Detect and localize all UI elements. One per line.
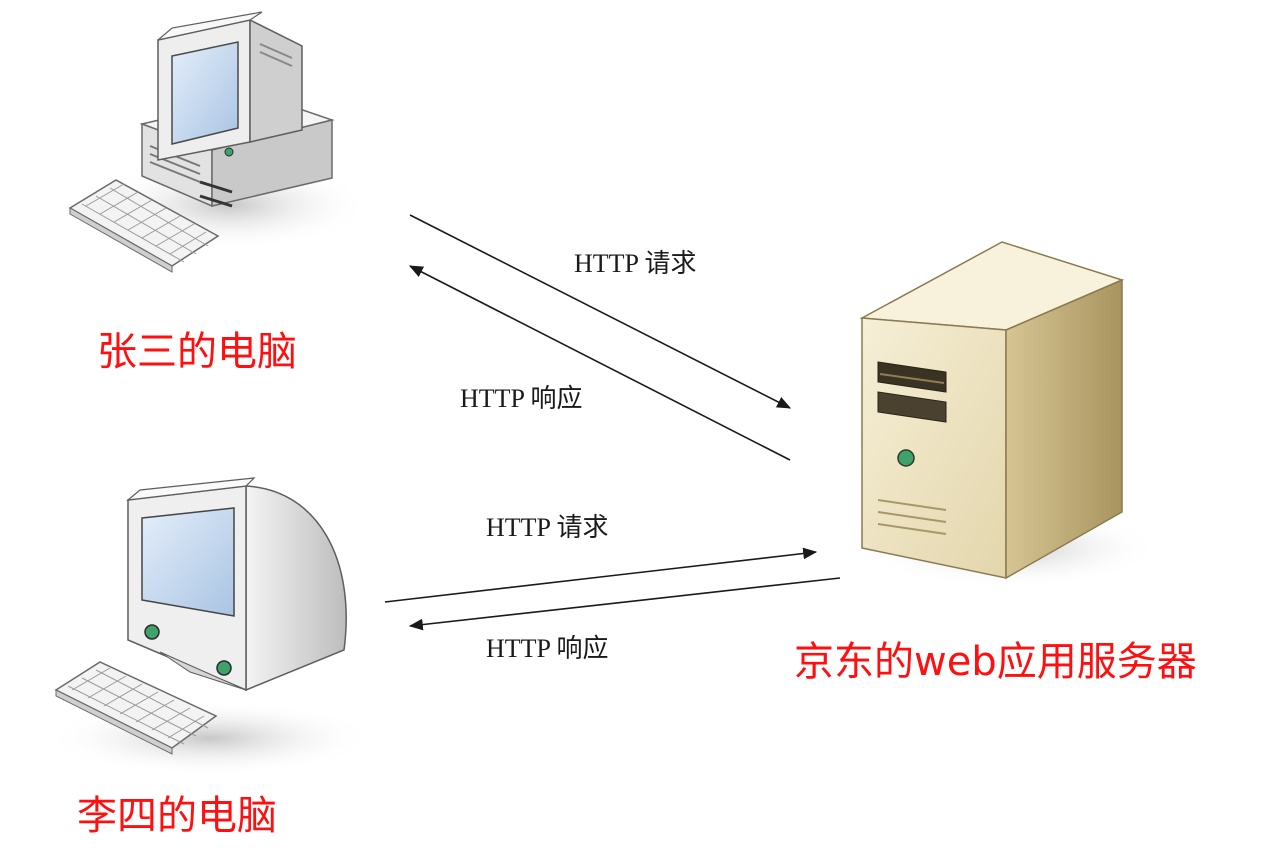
ls-request-arrow <box>385 552 816 602</box>
ls-request-text: HTTP 请求 <box>486 515 609 541</box>
server-label: 京东的web应用服务器 <box>794 642 1197 682</box>
zhangsan-computer-label: 张三的电脑 <box>97 332 297 372</box>
crt-computer-icon <box>45 478 375 776</box>
lisi-computer-label: 李四的电脑 <box>77 796 277 836</box>
zs-response-text: HTTP 响应 <box>460 386 583 412</box>
zs-request-arrow <box>410 215 790 408</box>
tower-server-icon <box>860 242 1160 588</box>
zs-request-text: HTTP 请求 <box>574 251 697 277</box>
ls-response-arrow <box>410 578 840 626</box>
ls-response-text: HTTP 响应 <box>486 636 609 662</box>
zs-response-arrow <box>410 266 790 460</box>
desktop-computer-icon <box>70 12 370 272</box>
